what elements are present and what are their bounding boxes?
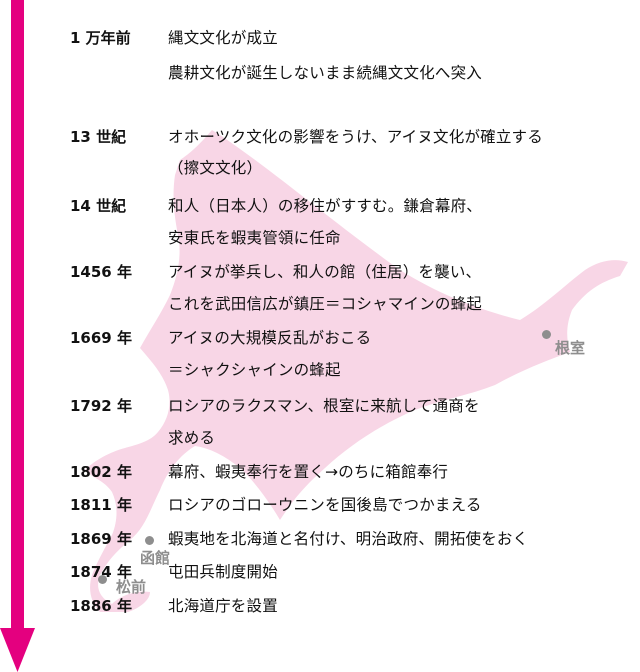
- timeline-year: 1869 年: [70, 530, 132, 548]
- matsumae-label: 松前: [116, 578, 147, 596]
- hokkaido-map-shape: [85, 130, 628, 612]
- timeline-text: （擦文文化）: [168, 159, 263, 177]
- nemuro-label: 根室: [555, 339, 586, 357]
- timeline-text: オホーツク文化の影響をうけ、アイヌ文化が確立する: [168, 128, 543, 146]
- timeline-text: 農耕文化が誕生しないまま続縄文文化へ突入: [168, 64, 483, 82]
- timeline-year: 1792 年: [70, 397, 132, 415]
- timeline-text: アイヌの大規模反乱がおこる: [168, 329, 372, 347]
- timeline-text: 蝦夷地を北海道と名付け、明治政府、開拓使をおく: [168, 530, 529, 548]
- timeline-text: 屯田兵制度開始: [168, 563, 278, 581]
- hakodate-dot: [145, 536, 154, 545]
- timeline-text: アイヌが挙兵し、和人の館（住居）を襲い、: [168, 263, 482, 281]
- timeline-text: 和人（日本人）の移住がすすむ。鎌倉幕府、: [168, 197, 483, 215]
- timeline-year: 1802 年: [70, 463, 132, 481]
- timeline-year: 1669 年: [70, 329, 132, 347]
- timeline-year: 1811 年: [70, 496, 132, 514]
- timeline-arrow-head: [0, 628, 35, 672]
- nemuro-dot: [542, 330, 551, 339]
- timeline-text: ロシアのラクスマン、根室に来航して通商を: [168, 397, 480, 415]
- timeline-text: 安東氏を蝦夷管領に任命: [168, 229, 341, 247]
- timeline-text: ＝シャクシャインの蜂起: [168, 361, 341, 379]
- timeline-text: 求める: [168, 429, 216, 447]
- timeline-arrow: [0, 0, 35, 672]
- timeline-text: 北海道庁を設置: [168, 597, 278, 615]
- timeline-year: 1456 年: [70, 263, 132, 281]
- timeline-arrow-shaft: [11, 0, 24, 630]
- timeline-text: 縄文文化が成立: [168, 29, 278, 47]
- timeline-year: 1874 年: [70, 563, 132, 581]
- timeline-year: 1886 年: [70, 597, 132, 615]
- timeline-year: 1 万年前: [70, 29, 131, 47]
- hakodate-label: 函館: [140, 549, 171, 567]
- timeline-year: 13 世紀: [70, 128, 127, 146]
- timeline-text: ロシアのゴローウニンを国後島でつかまえる: [168, 496, 482, 514]
- timeline-text: 幕府、蝦夷奉行を置く→のちに箱館奉行: [168, 463, 449, 481]
- timeline-year: 14 世紀: [70, 197, 127, 215]
- timeline-text: これを武田信広が鎮圧＝コシャマインの蜂起: [168, 295, 483, 313]
- matsumae-dot: [98, 575, 107, 584]
